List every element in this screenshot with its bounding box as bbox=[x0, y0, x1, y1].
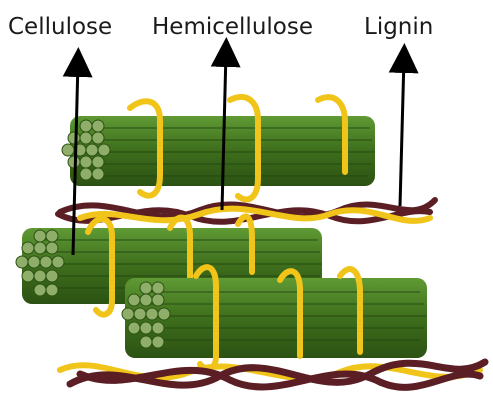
cellulose-bundle-top bbox=[62, 116, 375, 186]
cellulose-bundle-bottom bbox=[122, 278, 427, 358]
hemicellulose-pointer-arrow bbox=[222, 52, 226, 210]
lignin-pointer-arrow bbox=[400, 58, 404, 206]
